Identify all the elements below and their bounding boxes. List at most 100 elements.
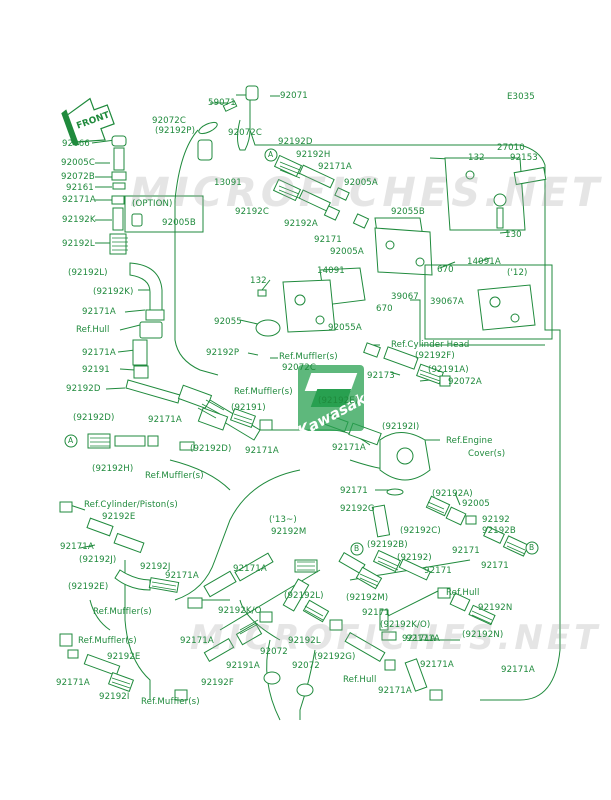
ref-label: Cover(s) (468, 449, 506, 459)
part-label: 92072B (61, 172, 95, 182)
ref-label: Ref.Hull (343, 675, 377, 685)
part-label: (92192G) (314, 652, 356, 662)
part-label: (92192K/O) (380, 620, 431, 630)
part-label: 92192D (278, 137, 313, 147)
part-label: 92171A (62, 195, 96, 205)
part-label: 92192C (235, 207, 269, 217)
watermark-top: MICROFICHES.NET (130, 170, 604, 216)
part-label: 14091A (467, 257, 501, 267)
part-label: 92171 (314, 235, 342, 245)
part-label: 92171 (452, 546, 480, 556)
part-label: 92192B (482, 526, 516, 536)
ref-label: Ref.Cylinder/Piston(s) (84, 500, 178, 510)
part-label: 92171 (340, 486, 368, 496)
part-label: 92066 (62, 139, 90, 149)
part-label: 92192F (201, 678, 234, 688)
ref-label: Ref.Muffler(s) (93, 607, 152, 617)
part-label: 92192 (482, 515, 510, 525)
part-label: 92055 (214, 317, 242, 327)
callout-a-left: A (68, 436, 74, 445)
part-label: (92192P) (155, 126, 196, 136)
part-label: 92192E (102, 512, 136, 522)
part-label: 92072A (448, 377, 482, 387)
part-label: 92192E (107, 652, 141, 662)
part-label: 92071 (280, 91, 308, 101)
part-label: 14091 (317, 266, 345, 276)
part-label: 92005 (462, 499, 490, 509)
part-label: 132 (468, 153, 485, 163)
part-label: 39067A (430, 297, 464, 307)
part-label: 92072C (228, 128, 262, 138)
part-label: 92171A (82, 348, 116, 358)
part-label: 670 (376, 304, 393, 314)
ref-label: Ref.Hull (446, 588, 480, 598)
part-label: (92191) (231, 403, 266, 413)
part-label: (92192J) (79, 555, 117, 565)
ref-label: Ref.Muffler(s) (145, 471, 204, 481)
part-label: (92192E) (68, 582, 109, 592)
part-label: 92191 (82, 365, 110, 375)
part-label: 92171A (165, 571, 199, 581)
part-label: (92192N) (462, 630, 504, 640)
part-label: 92192L (62, 239, 95, 249)
part-label: (92192F) (415, 351, 455, 361)
front-arrow-icon (61, 97, 115, 146)
part-label: (92191A) (428, 365, 469, 375)
part-label: 92192A (284, 219, 318, 229)
part-label: 92072C (282, 363, 316, 373)
option-year-label: ('13~) (269, 515, 297, 525)
part-label: 92072 (292, 661, 320, 671)
ref-label: Ref.Engine (446, 436, 493, 446)
part-label: 92191A (226, 661, 260, 671)
ref-label: Ref.Muffler(s) (141, 697, 200, 707)
option-label: (OPTION) (132, 199, 173, 209)
part-label: 92171A (180, 636, 214, 646)
part-label: (92192L) (68, 268, 108, 278)
kawasaki-logo: Kawasaki (298, 365, 364, 431)
part-label: (92192B) (367, 540, 408, 550)
option-year-label: ('12) (507, 268, 528, 278)
callout-a-top: A (268, 150, 274, 159)
part-label: (92192H) (92, 464, 134, 474)
part-label: 27010 (497, 143, 525, 153)
part-label: 92192J (140, 562, 171, 572)
part-label: 92171 (481, 561, 509, 571)
part-label: 92192G (340, 504, 375, 514)
part-label: (92192K) (93, 287, 134, 297)
part-label: 92171A (60, 542, 94, 552)
part-label: (92192C) (400, 526, 441, 536)
part-label: 92171A (420, 660, 454, 670)
part-label: 92171A (406, 634, 440, 644)
part-label: 92005A (330, 247, 364, 257)
part-label: 670 (437, 265, 454, 275)
part-label: 92171A (56, 678, 90, 688)
part-label: 92171A (402, 634, 436, 644)
ref-label: Ref.Muffler(s) (78, 636, 137, 646)
part-label: (92192L) (284, 591, 324, 601)
part-label: 132 (250, 276, 267, 286)
ref-label: Ref.Cylinder Head (391, 340, 470, 350)
part-label: (92192M) (346, 593, 389, 603)
part-label: 92072 (260, 647, 288, 657)
part-label: 92192P (206, 348, 240, 358)
part-label: 92192K/O (218, 606, 262, 616)
part-label: 92192N (478, 603, 513, 613)
diagram-code: E3035 (507, 92, 535, 102)
part-label: 92171A (378, 686, 412, 696)
part-label: 130 (505, 230, 522, 240)
part-label: 92171A (245, 446, 279, 456)
part-label: (92192) (397, 553, 432, 563)
watermark-bottom: MICROFICHES.NET (190, 618, 602, 658)
part-label: 92173 (367, 371, 395, 381)
part-label: 92005C (61, 158, 95, 168)
part-label: 92171A (318, 162, 352, 172)
part-label: 92192H (296, 150, 331, 160)
part-label: 92171A (82, 307, 116, 317)
part-label: 92055B (391, 207, 425, 217)
part-label: 13091 (214, 178, 242, 188)
part-label: 92192M (271, 527, 307, 537)
part-label: (92192A) (432, 489, 473, 499)
callout-b-right: B (529, 543, 535, 552)
